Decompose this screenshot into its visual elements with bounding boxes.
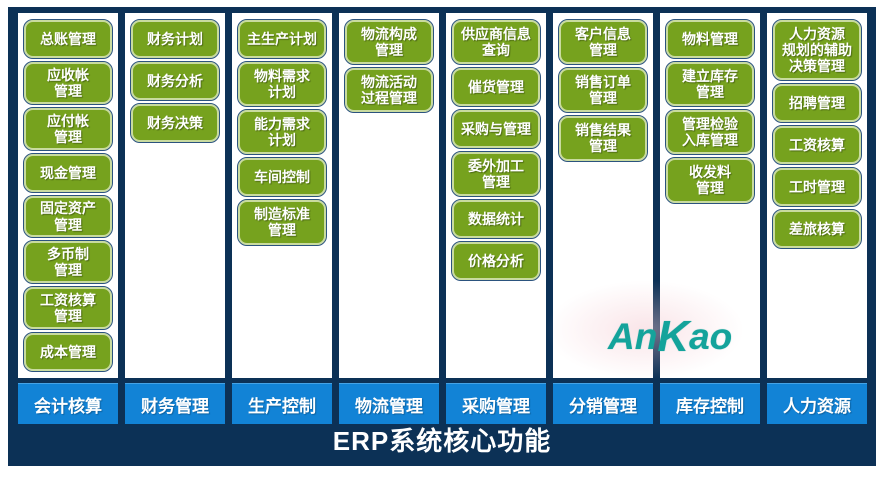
- function-item: 客户信息 管理: [558, 18, 648, 66]
- column-distribution-body: 客户信息 管理 销售订单 管理 销售结果 管理: [553, 13, 653, 378]
- function-item: 财务分析: [130, 61, 220, 101]
- function-item: 数据统计: [451, 199, 541, 240]
- column-finance: 财务计划 财务分析 财务决策 财务管理: [125, 13, 225, 424]
- column-footer-accounting: 会计核算: [18, 383, 118, 424]
- function-item: 销售结果 管理: [558, 115, 648, 162]
- column-logistics-body: 物流构成 管理 物流活动 过程管理: [339, 13, 439, 378]
- function-item: 招聘管理: [772, 83, 862, 124]
- column-footer-procurement: 采购管理: [446, 383, 546, 424]
- column-inventory-body: 物料管理 建立库存 管理 管理检验 入库管理 收发料 管理: [660, 13, 760, 378]
- column-accounting-body: 总账管理 应收帐 管理 应付帐 管理 现金管理 固定资产 管理 多币制 管理 工…: [18, 13, 118, 378]
- function-item: 总账管理: [23, 19, 113, 59]
- function-item: 应付帐 管理: [23, 106, 113, 151]
- column-production: 主生产计划 物料需求 计划 能力需求 计划 车间控制 制造标准 管理 生产控制: [232, 13, 332, 424]
- function-item: 物料管理: [665, 19, 755, 59]
- column-inventory: 物料管理 建立库存 管理 管理检验 入库管理 收发料 管理 库存控制: [660, 13, 760, 424]
- column-logistics: 物流构成 管理 物流活动 过程管理 物流管理: [339, 13, 439, 424]
- column-hr: 人力资源 规划的辅助 决策管理 招聘管理 工资核算 工时管理 差旅核算 人力资源: [767, 13, 867, 424]
- function-item: 差旅核算: [772, 209, 862, 250]
- column-footer-distribution: 分销管理: [553, 383, 653, 424]
- function-item: 固定资产 管理: [23, 194, 113, 239]
- column-distribution: 客户信息 管理 销售订单 管理 销售结果 管理 分销管理: [553, 13, 653, 424]
- function-item: 采购与管理: [451, 109, 541, 150]
- function-item: 应收帐 管理: [23, 61, 113, 105]
- column-footer-production: 生产控制: [232, 383, 332, 424]
- function-item: 销售订单 管理: [558, 67, 648, 114]
- column-hr-body: 人力资源 规划的辅助 决策管理 招聘管理 工资核算 工时管理 差旅核算: [767, 13, 867, 378]
- function-item: 物料需求 计划: [237, 60, 327, 108]
- function-item: 多币制 管理: [23, 240, 113, 285]
- function-item: 车间控制: [237, 157, 327, 198]
- function-item: 工资核算 管理: [23, 286, 113, 330]
- function-item: 委外加工 管理: [451, 151, 541, 198]
- category-columns: 总账管理 应收帐 管理 应付帐 管理 现金管理 固定资产 管理 多币制 管理 工…: [18, 13, 867, 424]
- function-item: 价格分析: [451, 241, 541, 282]
- function-item: 催货管理: [451, 67, 541, 108]
- function-item: 财务计划: [130, 19, 220, 59]
- column-procurement: 供应商信息 查询 催货管理 采购与管理 委外加工 管理 数据统计 价格分析 采购…: [446, 13, 546, 424]
- ankao-logo-ao: ao: [689, 316, 733, 357]
- column-accounting: 总账管理 应收帐 管理 应付帐 管理 现金管理 固定资产 管理 多币制 管理 工…: [18, 13, 118, 424]
- function-item: 物流构成 管理: [344, 18, 434, 66]
- function-item: 建立库存 管理: [665, 60, 755, 108]
- function-item: 工时管理: [772, 167, 862, 208]
- column-footer-hr: 人力资源: [767, 383, 867, 424]
- column-production-body: 主生产计划 物料需求 计划 能力需求 计划 车间控制 制造标准 管理: [232, 13, 332, 378]
- function-item: 财务决策: [130, 103, 220, 143]
- column-footer-inventory: 库存控制: [660, 383, 760, 424]
- function-item: 主生产计划: [237, 19, 327, 59]
- function-item: 供应商信息 查询: [451, 18, 541, 66]
- function-item: 人力资源 规划的辅助 决策管理: [772, 18, 862, 82]
- function-item: 工资核算: [772, 125, 862, 166]
- diagram-title: ERP系统核心功能: [332, 426, 552, 456]
- ankao-logo-k: K: [657, 312, 690, 361]
- column-finance-body: 财务计划 财务分析 财务决策: [125, 13, 225, 378]
- function-item: 物流活动 过程管理: [344, 67, 434, 114]
- column-procurement-body: 供应商信息 查询 催货管理 采购与管理 委外加工 管理 数据统计 价格分析: [446, 13, 546, 378]
- ankao-logo-an: An: [608, 316, 658, 357]
- erp-diagram-panel: 总账管理 应收帐 管理 应付帐 管理 现金管理 固定资产 管理 多币制 管理 工…: [8, 7, 876, 466]
- column-footer-finance: 财务管理: [125, 383, 225, 424]
- column-footer-logistics: 物流管理: [339, 383, 439, 424]
- function-item: 成本管理: [23, 331, 113, 372]
- function-item: 制造标准 管理: [237, 199, 327, 246]
- ankao-logo: AnKao: [608, 315, 733, 359]
- function-item: 管理检验 入库管理: [665, 109, 755, 156]
- function-item: 收发料 管理: [665, 157, 755, 204]
- function-item: 现金管理: [23, 152, 113, 193]
- function-item: 能力需求 计划: [237, 109, 327, 156]
